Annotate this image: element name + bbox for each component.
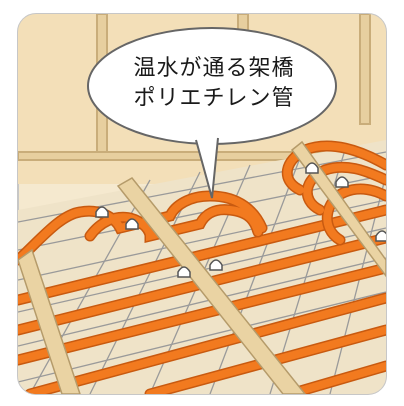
pipe-clip-icon [335, 176, 349, 188]
batten [18, 248, 82, 394]
batten [116, 177, 307, 394]
wooden-battens [18, 140, 386, 394]
wall-stud [359, 14, 371, 125]
pipe-clip-icon [305, 162, 319, 174]
pipe-loops [18, 140, 386, 266]
pipe-clip-icon [125, 218, 139, 230]
pipe-clip-icon [209, 259, 223, 271]
pipe-clips [95, 162, 386, 278]
callout-text: 温水が通る架橋 ポリエチレン管 [96, 54, 332, 114]
callout-line-1: 温水が通る架橋 [133, 56, 295, 81]
batten [290, 140, 386, 279]
callout-line-2: ポリエチレン管 [133, 86, 295, 111]
callout-bubble [87, 27, 337, 199]
pipe-clip-icon [177, 266, 191, 278]
pipe-clip-icon [95, 206, 109, 218]
pipe-clip-icon [375, 230, 386, 242]
